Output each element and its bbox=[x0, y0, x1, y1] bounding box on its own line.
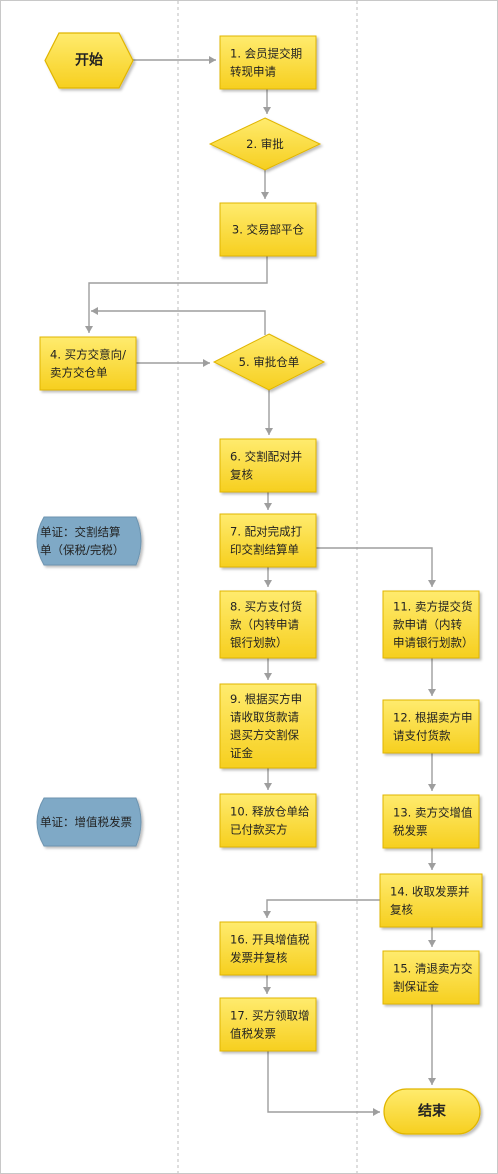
arrowhead bbox=[263, 107, 271, 114]
document-doc1-label-line: 单（保税/完税） bbox=[40, 543, 124, 557]
process-n9-label-line: 退买方交割保 bbox=[230, 728, 299, 742]
process-n6-shape bbox=[219, 438, 317, 493]
process-n1-label-line: 1. 会员提交期 bbox=[230, 46, 302, 60]
arrowhead bbox=[428, 940, 436, 947]
arrowhead bbox=[261, 192, 269, 199]
process-n2-shape bbox=[208, 117, 322, 171]
process-n15-label-line: 15. 清退卖方交 bbox=[393, 961, 473, 975]
process-n16-label-line: 16. 开具增值税 bbox=[230, 932, 310, 946]
arrowhead bbox=[428, 689, 436, 696]
process-n1-label-line: 转现申请 bbox=[230, 64, 276, 78]
process-n12-shape bbox=[382, 699, 480, 754]
process-n7-label-line: 印交割结算单 bbox=[230, 542, 299, 556]
process-n7-label-line: 7. 配对完成打 bbox=[230, 524, 303, 538]
arrowhead bbox=[264, 580, 272, 587]
arrowhead bbox=[264, 503, 272, 510]
process-n17-label-line: 17. 买方领取增 bbox=[230, 1008, 309, 1022]
arrowhead bbox=[91, 307, 98, 315]
arrowhead bbox=[209, 56, 216, 64]
connector-line bbox=[88, 256, 268, 333]
arrowhead bbox=[85, 326, 93, 333]
start-terminal-shape bbox=[44, 32, 134, 89]
connector-line bbox=[91, 310, 266, 335]
process-n10-label-line: 10. 释放仓单给 bbox=[230, 804, 309, 818]
arrowhead bbox=[264, 673, 272, 680]
arrowhead bbox=[263, 911, 271, 918]
process-n8-label-line: 款（内转申请 bbox=[230, 617, 299, 631]
arrowhead bbox=[203, 359, 210, 367]
process-n3-label-line: 3. 交易部平仓 bbox=[232, 222, 305, 236]
process-n17-label-line: 值税发票 bbox=[230, 1026, 276, 1040]
process-n11-shape bbox=[382, 590, 480, 659]
arrowhead bbox=[428, 580, 436, 587]
process-n15-shape bbox=[382, 950, 480, 1005]
process-n10-label-line: 已付款买方 bbox=[230, 822, 288, 836]
process-n9-shape bbox=[219, 683, 317, 769]
process-n8-label-line: 8. 买方支付货 bbox=[230, 599, 302, 613]
connector-line bbox=[316, 547, 433, 587]
end-terminal-label-line: 结束 bbox=[418, 1102, 447, 1119]
process-n6-label-line: 复核 bbox=[230, 467, 253, 481]
arrowhead bbox=[373, 1108, 380, 1116]
arrowhead bbox=[428, 863, 436, 870]
arrowhead bbox=[428, 1078, 436, 1085]
process-n8-shape bbox=[219, 590, 317, 659]
process-n8-label-line: 银行划款） bbox=[230, 635, 288, 649]
process-n11-label-line: 款申请（内转 bbox=[393, 617, 462, 631]
process-n4-label-line: 4. 买方交意向/ bbox=[50, 347, 126, 361]
process-n9-label-line: 证金 bbox=[230, 746, 253, 760]
document-doc2-label-line: 单证：增值税发票 bbox=[40, 815, 132, 829]
process-n6-label-line: 6. 交割配对并 bbox=[230, 449, 302, 463]
document-doc2-shape bbox=[36, 797, 142, 847]
connectors bbox=[85, 56, 436, 1116]
process-n17-shape bbox=[219, 997, 317, 1052]
process-n13-label-line: 税发票 bbox=[393, 823, 428, 837]
arrowhead bbox=[428, 784, 436, 791]
process-n14-label-line: 复核 bbox=[390, 902, 413, 916]
arrowhead bbox=[263, 987, 271, 994]
process-n4-shape bbox=[39, 336, 137, 391]
start-terminal-label-line: 开始 bbox=[75, 51, 103, 68]
process-n13-shape bbox=[382, 794, 480, 849]
process-n14-shape bbox=[379, 873, 483, 928]
process-n15-label-line: 割保证金 bbox=[393, 979, 439, 993]
process-n16-shape bbox=[219, 921, 317, 976]
process-n7-shape bbox=[219, 513, 317, 568]
process-n5-label-line: 5. 审批仓单 bbox=[239, 355, 300, 369]
process-n12-label-line: 请支付货款 bbox=[393, 728, 451, 742]
process-n11-label-line: 申请银行划款） bbox=[393, 635, 474, 649]
process-n11-label-line: 11. 卖方提交货 bbox=[393, 599, 472, 613]
process-n16-label-line: 发票并复核 bbox=[230, 950, 288, 964]
process-n9-label-line: 9. 根据买方申 bbox=[230, 692, 302, 706]
process-n1-shape bbox=[219, 35, 317, 90]
process-n10-shape bbox=[219, 793, 317, 848]
process-n5-shape bbox=[212, 333, 326, 391]
connector-line bbox=[267, 1051, 380, 1113]
end-terminal-shape bbox=[383, 1088, 481, 1135]
process-n12-label-line: 12. 根据卖方申 bbox=[393, 710, 472, 724]
document-doc1-label-line: 单证：交割结算 bbox=[40, 525, 121, 539]
arrowhead bbox=[265, 428, 273, 435]
process-n9-label-line: 请收取货款请 bbox=[230, 710, 299, 724]
document-doc1-shape bbox=[36, 516, 142, 566]
arrowhead bbox=[264, 783, 272, 790]
connector-line bbox=[266, 899, 380, 918]
process-n14-label-line: 14. 收取发票并 bbox=[390, 884, 469, 898]
process-n13-label-line: 13. 卖方交增值 bbox=[393, 805, 473, 819]
process-n3-shape bbox=[219, 202, 317, 257]
process-n4-label-line: 卖方交仓单 bbox=[50, 365, 108, 379]
process-n2-label-line: 2. 审批 bbox=[246, 137, 284, 151]
